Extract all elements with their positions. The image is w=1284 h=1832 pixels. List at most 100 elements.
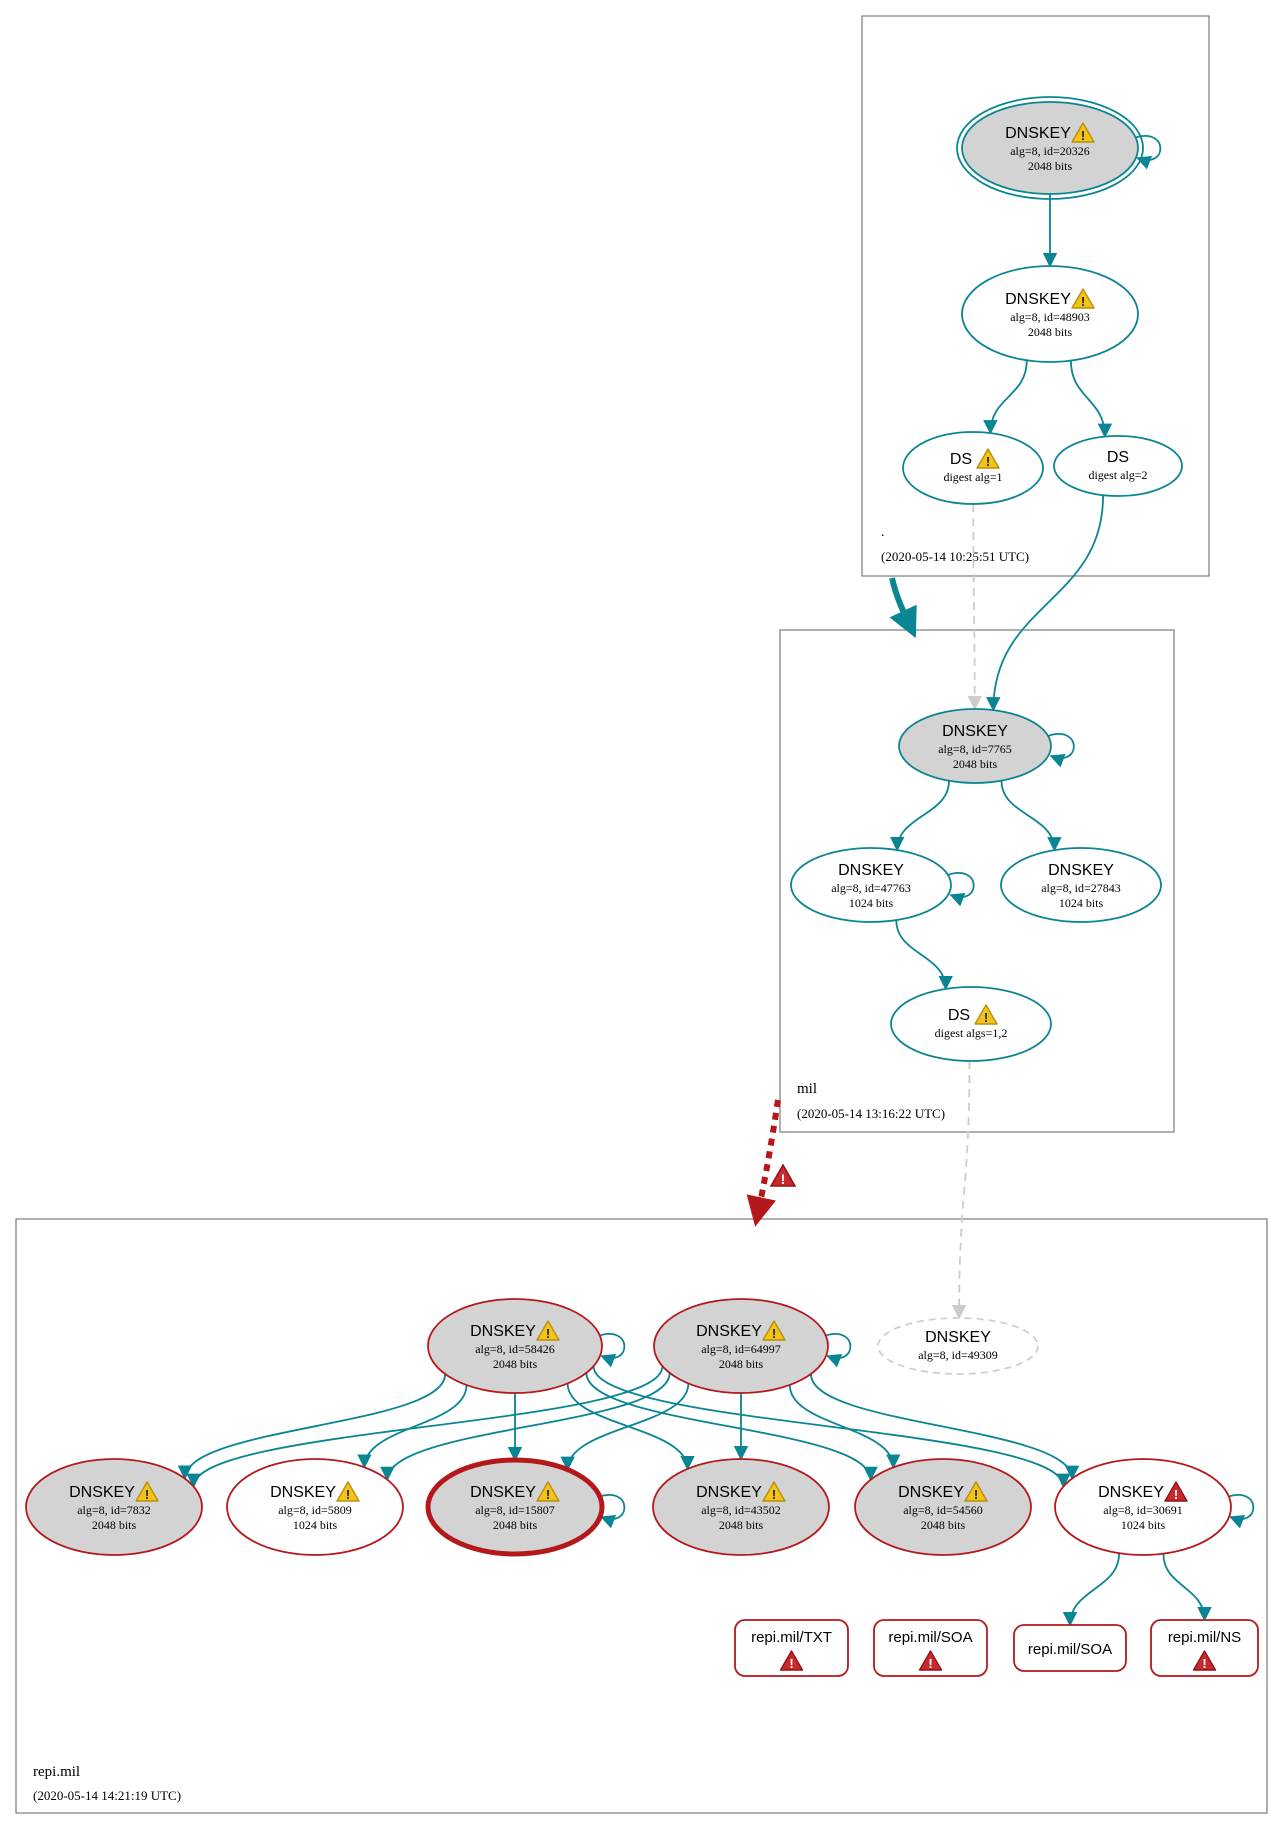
- edge-p1-to-p9: [592, 1366, 1071, 1489]
- node-detail: digest alg=1: [943, 470, 1002, 484]
- svg-text:!: !: [546, 1487, 550, 1502]
- rrset-node[interactable]: repi.mil/NS!: [1150, 1619, 1259, 1677]
- node-detail: alg=8, id=7765: [938, 742, 1012, 756]
- warning-icon: !: [536, 1320, 560, 1341]
- rrset-label: repi.mil/TXT: [751, 1629, 832, 1646]
- self-signature-loop: [824, 1333, 852, 1368]
- node-detail: 1024 bits: [1059, 896, 1104, 910]
- svg-text:!: !: [1202, 1656, 1206, 1671]
- ds-node[interactable]: DS!digest alg=1: [902, 431, 1044, 505]
- node-detail: digest alg=2: [1088, 468, 1147, 482]
- zone-timestamp: (2020-05-14 10:25:51 UTC): [881, 549, 1029, 564]
- node-title: DNSKEY: [1005, 125, 1071, 142]
- node-detail: alg=8, id=48903: [1010, 310, 1090, 324]
- node-detail: alg=8, id=27843: [1041, 881, 1121, 895]
- self-signature-loop: [947, 872, 975, 907]
- warning-icon: !: [135, 1481, 159, 1502]
- edge-p1-to-p5: [357, 1384, 468, 1469]
- rrset-node[interactable]: repi.mil/SOA: [1013, 1624, 1127, 1672]
- zone-repi-mil: repi.mil (2020-05-14 14:21:19 UTC): [15, 1218, 1268, 1814]
- svg-text:!: !: [984, 1010, 988, 1025]
- warning-icon: !: [762, 1320, 786, 1341]
- zone-root: . (2020-05-14 10:25:51 UTC): [861, 15, 1210, 577]
- self-signature-loop: [1134, 135, 1162, 170]
- svg-text:!: !: [1081, 128, 1085, 143]
- edge-p1-to-p4: [177, 1373, 447, 1480]
- svg-text:!: !: [346, 1487, 350, 1502]
- node-detail: alg=8, id=43502: [701, 1503, 781, 1517]
- node-detail: 2048 bits: [719, 1357, 764, 1371]
- svg-text:!: !: [974, 1487, 978, 1502]
- delegation-warning-icon: !: [769, 1163, 797, 1187]
- node-title: DNSKEY: [942, 723, 1008, 740]
- node-title: DS: [1107, 449, 1129, 466]
- node-detail: 2048 bits: [1028, 159, 1073, 173]
- delegation-arrow-root-to-mil: [889, 577, 917, 639]
- edge-m1-to-m3: [1000, 780, 1062, 852]
- svg-text:!: !: [1081, 294, 1085, 309]
- error-warning-icon: !: [1164, 1481, 1188, 1502]
- node-detail: alg=8, id=47763: [831, 881, 911, 895]
- zone-timestamp: (2020-05-14 14:21:19 UTC): [33, 1788, 181, 1803]
- rrset-node[interactable]: repi.mil/TXT!: [734, 1619, 849, 1677]
- node-detail: alg=8, id=54560: [903, 1503, 983, 1517]
- node-detail: 1024 bits: [849, 896, 894, 910]
- svg-text:!: !: [781, 1171, 786, 1187]
- self-signature-loop: [1047, 733, 1075, 768]
- svg-text:!: !: [928, 1656, 932, 1671]
- edge-r2-to-r4: [1070, 360, 1113, 439]
- svg-text:!: !: [772, 1326, 776, 1341]
- svg-text:!: !: [986, 454, 990, 469]
- edge-p2-to-p9: [810, 1373, 1080, 1481]
- svg-text:!: !: [1174, 1487, 1178, 1502]
- edge-r3-to-m1: [967, 503, 982, 711]
- svg-text:!: !: [772, 1487, 776, 1502]
- warning-icon: !: [536, 1481, 560, 1502]
- warning-icon: !: [762, 1481, 786, 1502]
- error-warning-icon: !: [779, 1650, 804, 1671]
- node-detail: alg=8, id=64997: [701, 1342, 781, 1356]
- self-signature-loop: [598, 1333, 626, 1368]
- edge-r4-to-m1: [986, 495, 1104, 712]
- ds-node[interactable]: DS!digest algs=1,2: [890, 986, 1052, 1062]
- warning-icon: !: [976, 448, 1000, 469]
- node-title: DNSKEY: [470, 1323, 536, 1340]
- rrset-node[interactable]: repi.mil/SOA!: [873, 1619, 988, 1677]
- edges-layer: [177, 194, 1212, 1627]
- node-detail: 2048 bits: [1028, 325, 1073, 339]
- node-title: DNSKEY: [696, 1484, 762, 1501]
- ds-node[interactable]: DS digest alg=2: [1053, 435, 1183, 497]
- warning-icon: !: [1071, 122, 1095, 143]
- self-signature-loop: [598, 1494, 626, 1529]
- node-title: DNSKEY: [1098, 1484, 1164, 1501]
- node-title: DNSKEY: [69, 1484, 135, 1501]
- node-detail: 2048 bits: [953, 757, 998, 771]
- zone-name: repi.mil: [33, 1764, 80, 1780]
- edge-p2-to-p4: [186, 1366, 664, 1489]
- edge-p2-to-p8: [788, 1384, 901, 1469]
- delegation-arrow-mil-to-repi: [746, 1099, 781, 1227]
- node-detail: alg=8, id=15807: [475, 1503, 555, 1517]
- warning-icon: !: [974, 1004, 998, 1025]
- node-title: DNSKEY: [838, 862, 904, 879]
- node-detail: 2048 bits: [719, 1518, 764, 1532]
- node-title: DNSKEY: [470, 1484, 536, 1501]
- warning-icon: !: [1071, 288, 1095, 309]
- edge-p9-to-rr4: [1162, 1553, 1212, 1622]
